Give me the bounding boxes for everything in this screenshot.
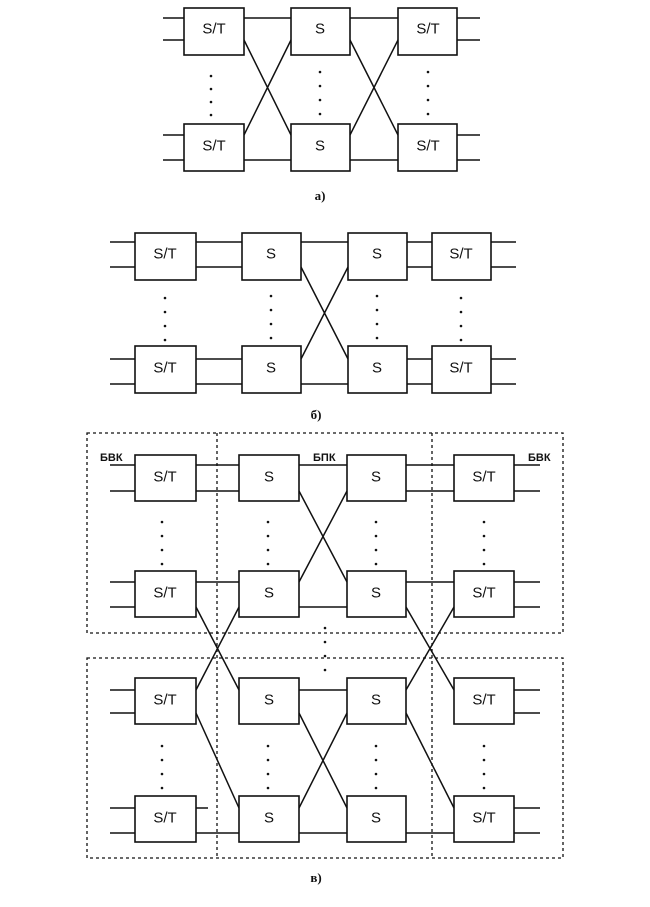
c-upper-group-outline <box>86 432 564 634</box>
c-box-r4-4-label: S/T <box>472 810 495 827</box>
c-box-r4-3: S <box>346 795 407 843</box>
b-box-5-label: S/T <box>153 360 176 377</box>
c-box-r2-4: S/T <box>453 570 515 618</box>
c-box-r1-3-label: S <box>371 469 381 486</box>
c-box-r2-3-label: S <box>371 585 381 602</box>
a-box-4-label: S/T <box>202 138 225 155</box>
a-box-1: S/T <box>183 7 245 56</box>
caption-a: а) <box>315 188 326 203</box>
b-box-8: S/T <box>431 345 492 394</box>
c-box-r2-3: S <box>346 570 407 618</box>
a-box-3-label: S/T <box>416 21 439 38</box>
a-box-2-label: S <box>315 21 325 38</box>
diagram-a: S/T S S/T S/T S S/T а) <box>163 7 480 203</box>
a-box-6: S/T <box>397 123 458 172</box>
b-box-2-label: S <box>266 246 276 263</box>
b-box-4-label: S/T <box>449 246 472 263</box>
c-box-r3-4-label: S/T <box>472 692 495 709</box>
b-box-6-label: S <box>266 360 276 377</box>
c-box-r4-3-label: S <box>371 810 381 827</box>
c-box-r3-1: S/T <box>134 677 197 725</box>
a-box-2: S <box>290 7 351 56</box>
c-box-r1-2-label: S <box>264 469 274 486</box>
c-box-r2-2: S <box>238 570 300 618</box>
c-box-r2-1: S/T <box>134 570 197 618</box>
b-box-5: S/T <box>134 345 197 394</box>
b-box-1: S/T <box>134 232 197 281</box>
a-box-5-label: S <box>315 138 325 155</box>
c-box-r3-3: S <box>346 677 407 725</box>
b-box-1-label: S/T <box>153 246 176 263</box>
c-box-r3-3-label: S <box>371 692 381 709</box>
c-box-r2-4-label: S/T <box>472 585 495 602</box>
c-box-r3-1-label: S/T <box>153 692 176 709</box>
c-box-r4-4: S/T <box>453 795 515 843</box>
caption-b: б) <box>311 407 322 422</box>
c-box-r1-1-label: S/T <box>153 469 176 486</box>
b-box-3-label: S <box>372 246 382 263</box>
b-box-7-label: S <box>372 360 382 377</box>
block-label-middle: БПК <box>313 452 336 464</box>
c-box-r4-2: S <box>238 795 300 843</box>
b-box-4: S/T <box>431 232 492 281</box>
b-box-2: S <box>241 232 302 281</box>
a-box-1-label: S/T <box>202 21 225 38</box>
block-label-right: БВК <box>528 452 551 464</box>
c-box-r3-2-label: S <box>264 692 274 709</box>
a-box-6-label: S/T <box>416 138 439 155</box>
c-box-r1-1: S/T <box>134 454 197 502</box>
c-box-r2-1-label: S/T <box>153 585 176 602</box>
b-box-7: S <box>347 345 408 394</box>
c-box-r1-2: S <box>238 454 300 502</box>
c-box-r4-1-label: S/T <box>153 810 176 827</box>
a-box-5: S <box>290 123 351 172</box>
a-box-4: S/T <box>183 123 245 172</box>
diagram-b: S/T S S S/T S/T S S S/T б) <box>110 232 516 422</box>
c-box-r3-4: S/T <box>453 677 515 725</box>
c-box-r4-2-label: S <box>264 810 274 827</box>
b-box-6: S <box>241 345 302 394</box>
c-box-r4-1: S/T <box>134 795 197 843</box>
b-box-8-label: S/T <box>449 360 472 377</box>
b-box-3: S <box>347 232 408 281</box>
caption-c: в) <box>310 870 321 885</box>
c-box-r1-4-label: S/T <box>472 469 495 486</box>
block-label-left: БВК <box>100 452 123 464</box>
c-box-r2-2-label: S <box>264 585 274 602</box>
c-box-r3-2: S <box>238 677 300 725</box>
c-box-r1-3: S <box>346 454 407 502</box>
diagram-c: БВК БПК БВК <box>86 432 564 885</box>
c-lower-group-outline <box>86 657 564 859</box>
c-box-r1-4: S/T <box>453 454 515 502</box>
a-box-3: S/T <box>397 7 458 56</box>
